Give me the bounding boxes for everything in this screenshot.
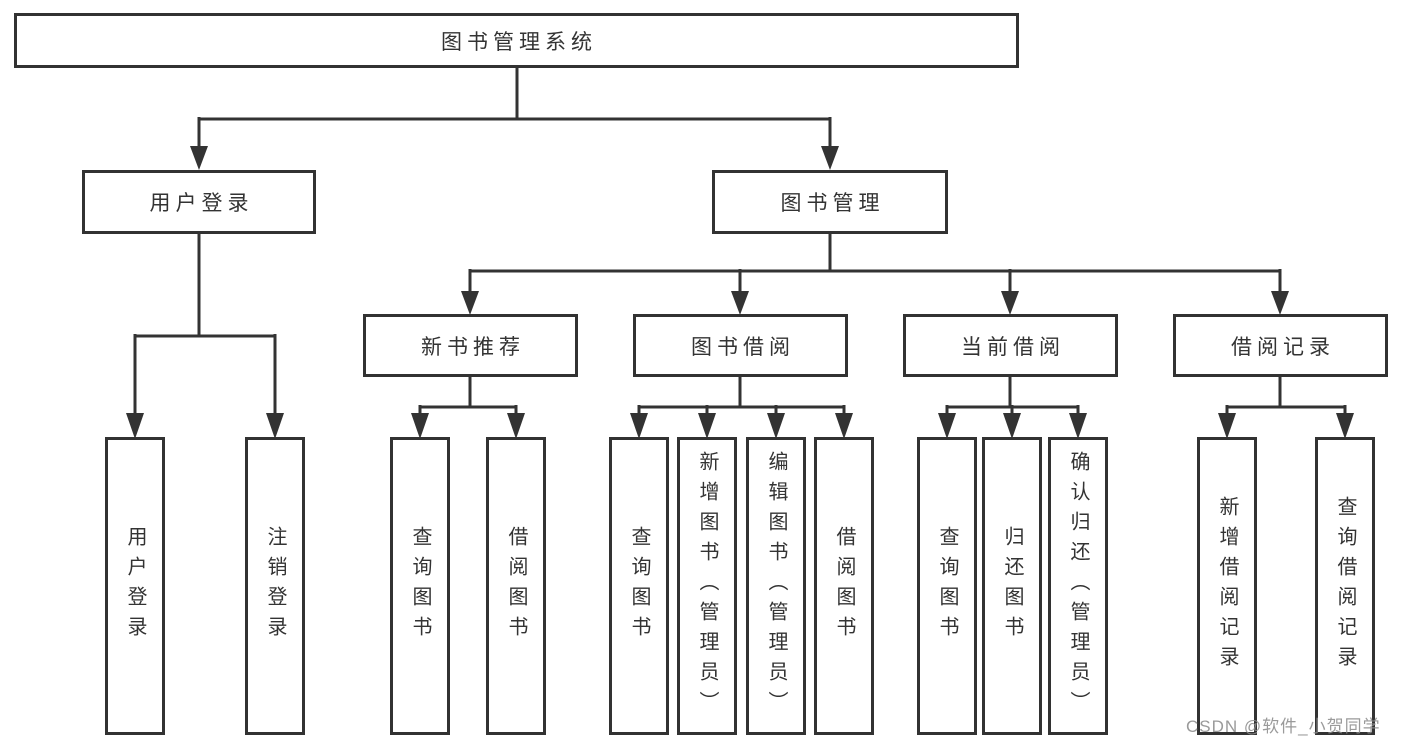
node-label: 新书推荐	[421, 335, 525, 359]
node-new-book-recommend: 新书推荐	[363, 314, 578, 377]
node-label: 编辑图书（管理员）	[765, 451, 787, 721]
csdn-watermark: CSDN @软件_小贺同学	[1186, 717, 1381, 736]
node-current-borrowing: 当前借阅	[903, 314, 1118, 377]
node-label: 查询图书	[936, 526, 958, 646]
node-label: 借阅图书	[505, 526, 527, 646]
node-borrow-books: 借阅图书	[814, 437, 874, 735]
node-user-login: 用户登录	[105, 437, 165, 735]
node-label: 图书管理系统	[441, 30, 597, 54]
node-query-books-current: 查询图书	[917, 437, 977, 735]
node-borrowing-records: 借阅记录	[1173, 314, 1388, 377]
node-label: 图书借阅	[691, 335, 795, 359]
node-confirm-return-admin: 确认归还（管理员）	[1048, 437, 1108, 735]
node-logout: 注销登录	[245, 437, 305, 735]
node-label: 查询图书	[409, 526, 431, 646]
node-label: 用户登录	[149, 192, 254, 215]
node-add-books-admin: 新增图书（管理员）	[677, 437, 737, 735]
node-label: 查询图书	[628, 526, 650, 646]
node-label: 新增图书（管理员）	[696, 451, 718, 721]
node-label: 借阅图书	[833, 526, 855, 646]
node-label: 当前借阅	[961, 335, 1065, 359]
node-return-books: 归还图书	[982, 437, 1042, 735]
node-label: 确认归还（管理员）	[1067, 451, 1089, 721]
node-query-books-borrowing: 查询图书	[609, 437, 669, 735]
node-book-borrowing: 图书借阅	[633, 314, 848, 377]
node-label: 图书管理	[780, 192, 885, 215]
node-query-books-recommend: 查询图书	[390, 437, 450, 735]
node-library-management-system: 图书管理系统	[14, 13, 1019, 68]
node-add-borrow-record: 新增借阅记录	[1197, 437, 1257, 735]
node-label: 注销登录	[264, 526, 286, 646]
node-user-login-group: 用户登录	[82, 170, 316, 234]
node-label: 借阅记录	[1231, 335, 1335, 359]
node-borrow-books-recommend: 借阅图书	[486, 437, 546, 735]
node-label: 归还图书	[1001, 526, 1023, 646]
node-book-management: 图书管理	[712, 170, 948, 234]
node-label: 新增借阅记录	[1216, 496, 1238, 676]
node-label: 用户登录	[124, 526, 146, 646]
node-query-borrow-record: 查询借阅记录	[1315, 437, 1375, 735]
node-edit-books-admin: 编辑图书（管理员）	[746, 437, 806, 735]
node-label: 查询借阅记录	[1334, 496, 1356, 676]
